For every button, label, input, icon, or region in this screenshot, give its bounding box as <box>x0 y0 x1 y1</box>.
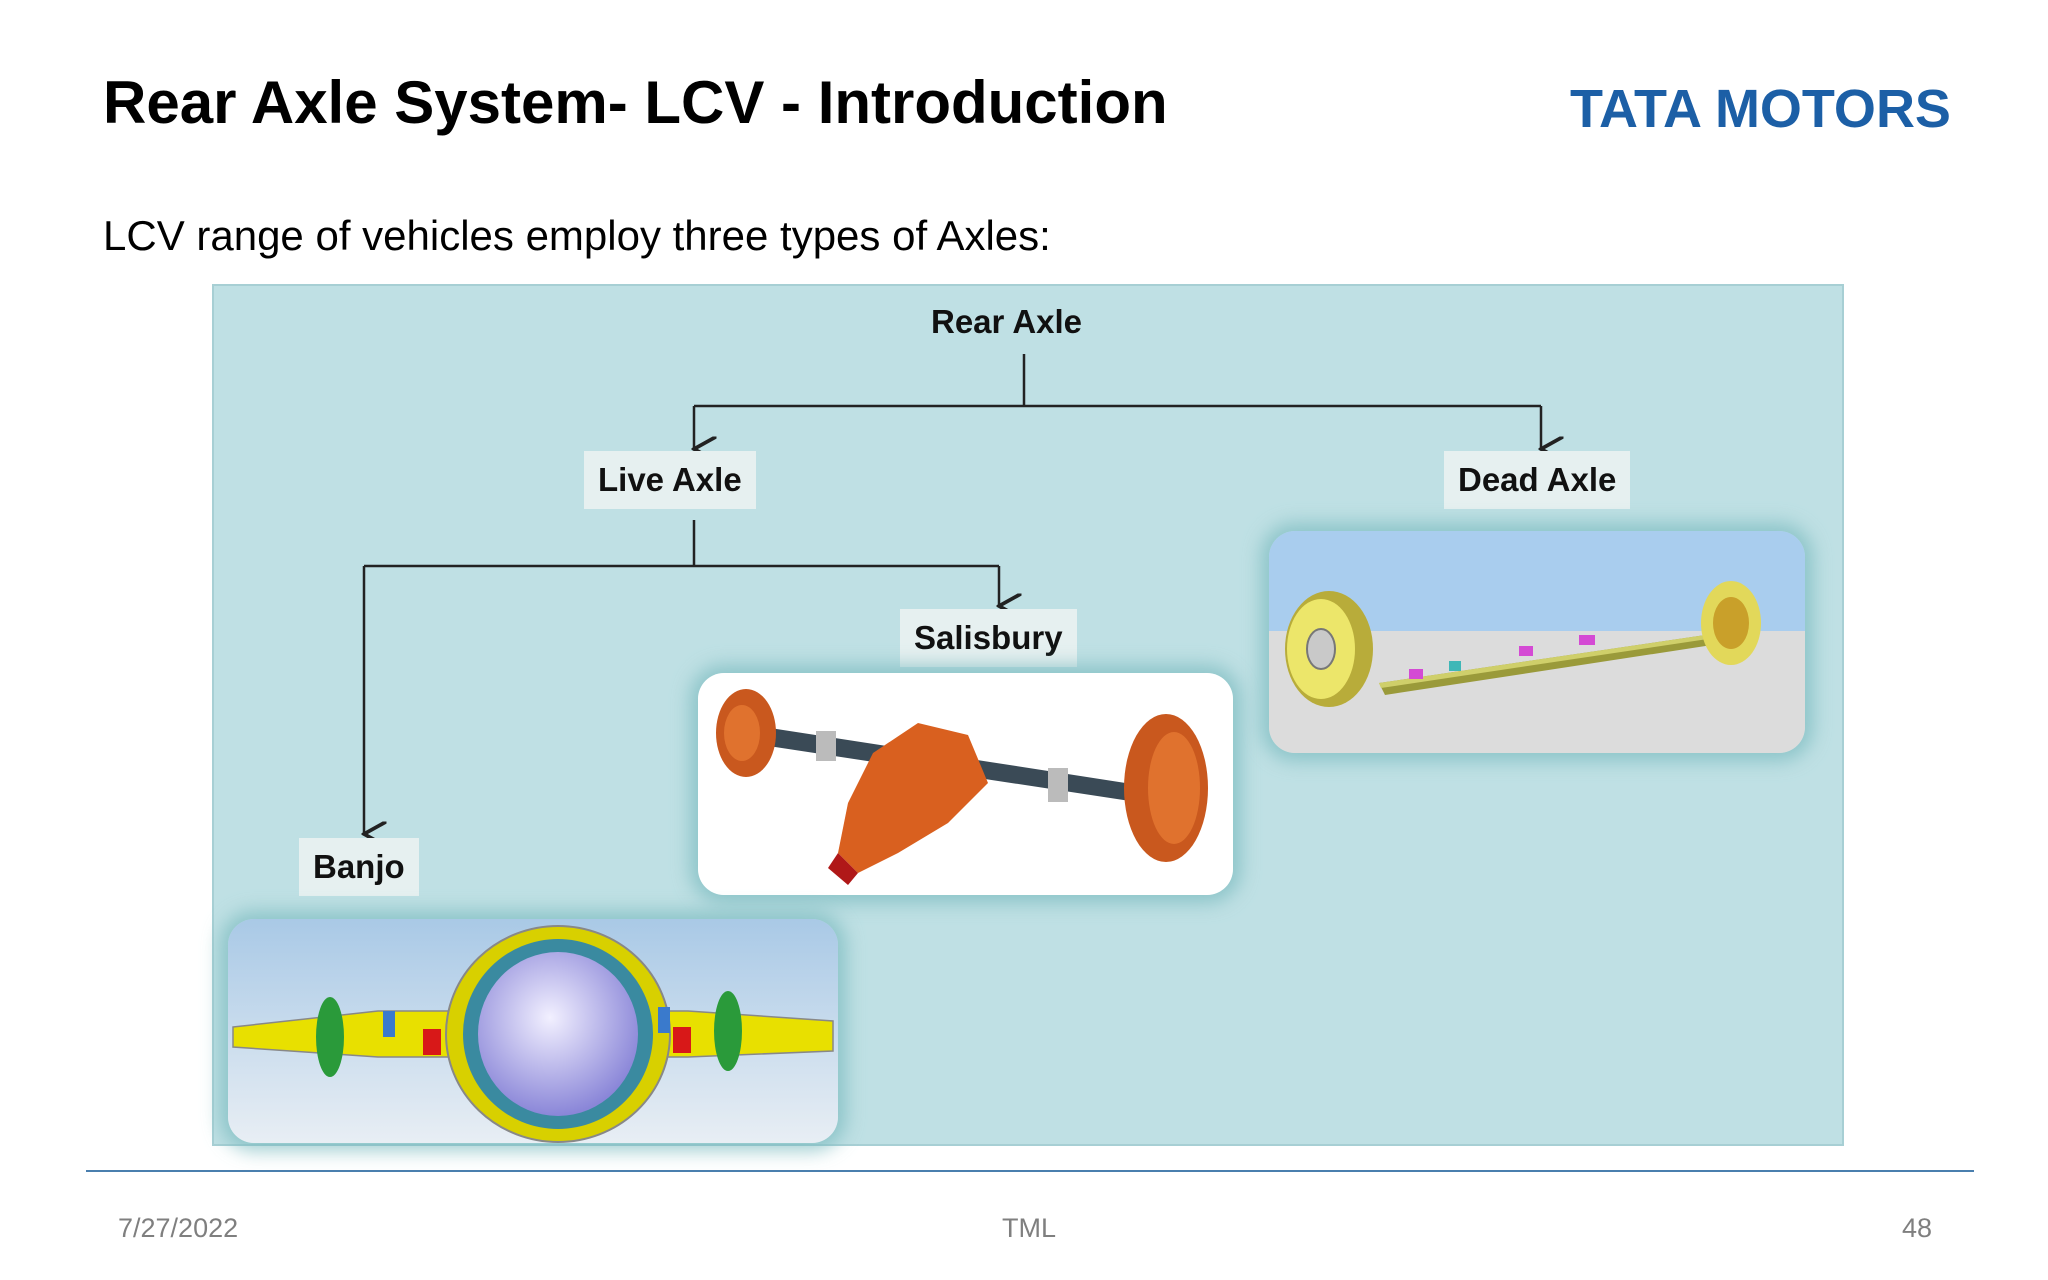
salisbury-axle-image <box>698 673 1233 895</box>
footer-center: TML <box>1002 1213 1056 1243</box>
slide-subtitle: LCV range of vehicles employ three types… <box>103 212 1051 259</box>
node-banjo: Banjo <box>299 838 419 896</box>
footer-divider <box>86 1170 1974 1172</box>
axle-diagram-panel: Rear Axle Live Axle Dead Axle Salisbury … <box>212 284 1844 1146</box>
node-live-axle: Live Axle <box>584 451 756 509</box>
banjo-axle-image <box>228 919 838 1143</box>
svg-text:TATA MOTORS: TATA MOTORS <box>1570 79 1951 139</box>
tata-motors-logo: TATA MOTORS <box>1570 79 1951 139</box>
node-salisbury: Salisbury <box>900 609 1077 667</box>
diagram-connectors <box>214 354 1846 1148</box>
slide-title: Rear Axle System- LCV - Introduction <box>103 69 1168 136</box>
footer-page-number: 48 <box>1902 1213 1933 1243</box>
footer-date: 7/27/2022 <box>118 1213 239 1243</box>
node-dead-axle: Dead Axle <box>1444 451 1631 509</box>
dead-axle-image <box>1269 531 1805 753</box>
node-rear-axle: Rear Axle <box>931 303 1083 340</box>
